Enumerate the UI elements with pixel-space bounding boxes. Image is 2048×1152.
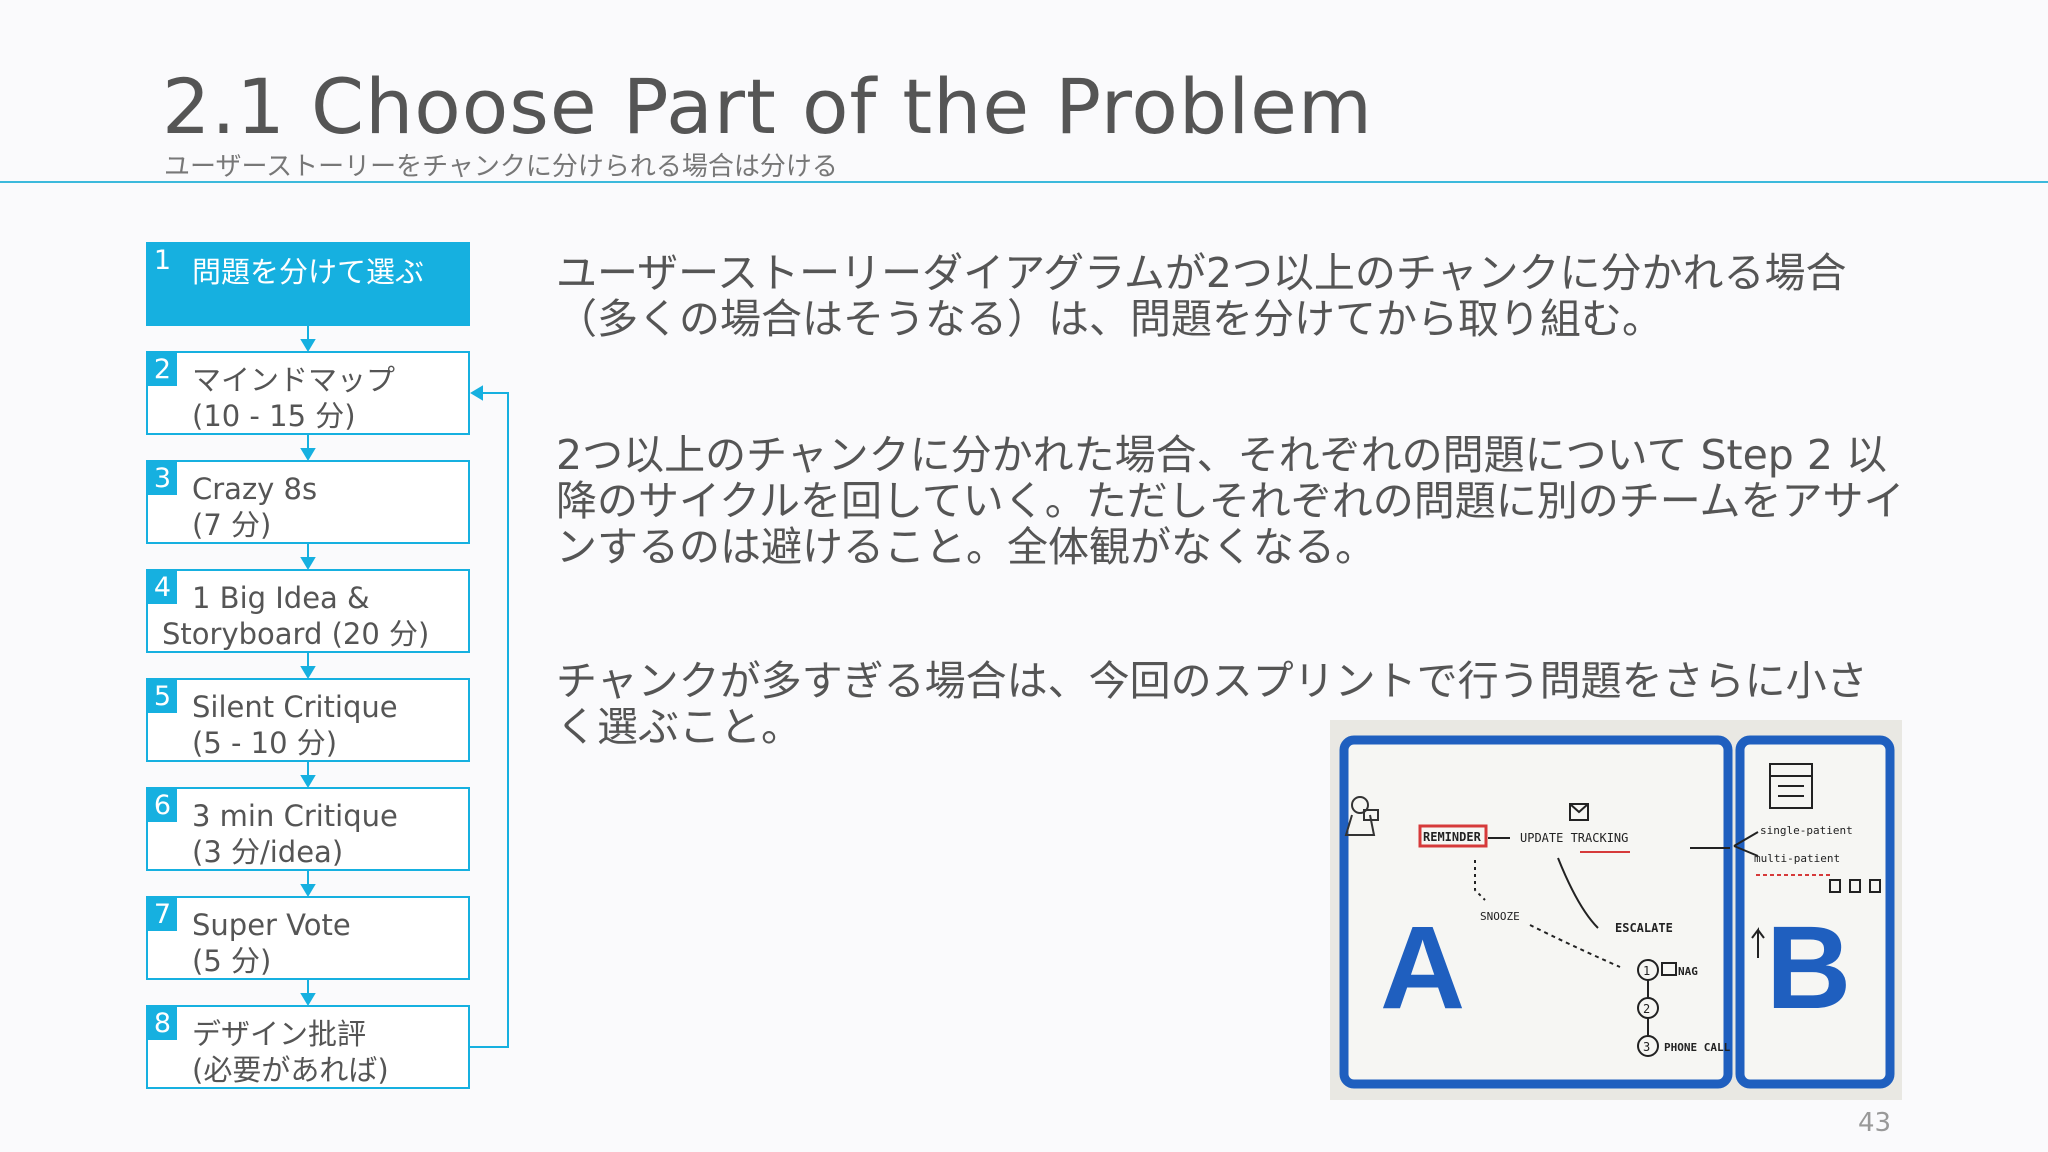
step-label: Crazy 8s (7 分) [192, 472, 318, 542]
user-sketch-icon [1344, 796, 1379, 836]
step-label: 問題を分けて選ぶ [192, 255, 425, 289]
whiteboard-photo: A B REMINDER UPDATE TRACKING SNOOZE ESCA… [1330, 720, 1902, 1100]
board-panel-b [1735, 735, 1895, 1089]
title-divider [0, 181, 2048, 183]
step-number: 6 [148, 789, 177, 822]
sketch-step-three: 3 [1643, 1040, 1650, 1054]
sketch-multi: multi-patient [1754, 852, 1840, 865]
step-label: 1 Big Idea & Storyboard (20 分) [162, 581, 430, 651]
paragraph-3: チャンクが多すぎる場合は、今回のスプリントで行う問題をさらに小さく選ぶこと。 [556, 657, 1868, 751]
step-7: 7 Super Vote (5 分) [146, 896, 470, 980]
label-a: A [1380, 902, 1465, 1034]
flow-connectors [300, 326, 509, 1048]
step-label: デザイン批評 (必要があれば) [192, 1017, 389, 1087]
sketch-reminder: REMINDER [1423, 830, 1482, 844]
step-number: 1 [153, 245, 172, 276]
step-number: 3 [148, 462, 177, 495]
slide-subtitle: ユーザーストーリーをチャンクに分けられる場合は分ける [164, 152, 838, 182]
step-3: 3 Crazy 8s (7 分) [146, 460, 470, 544]
step-label: Silent Critique (5 - 10 分) [192, 690, 398, 760]
step-label: マインドマップ (10 - 15 分) [192, 363, 396, 433]
paragraph-1: ユーザーストーリーダイアグラムが2つ以上のチャンクに分かれる場合（多くの場合はそ… [556, 249, 1847, 343]
step-8: 8 デザイン批評 (必要があれば) [146, 1005, 470, 1089]
sketch-snooze: SNOOZE [1480, 910, 1520, 923]
step-5: 5 Silent Critique (5 - 10 分) [146, 678, 470, 762]
step-number: 5 [148, 680, 177, 713]
sketch-step-one: 1 [1643, 964, 1650, 978]
step-number: 8 [148, 1007, 177, 1040]
step-2: 2 マインドマップ (10 - 15 分) [146, 351, 470, 435]
sketch-step-two: 2 [1643, 1002, 1650, 1016]
step-label: 3 min Critique (3 分/idea) [192, 799, 398, 869]
step-6: 6 3 min Critique (3 分/idea) [146, 787, 470, 871]
sketch-update: UPDATE TRACKING [1520, 831, 1628, 845]
step-label: Super Vote (5 分) [192, 908, 351, 978]
step-4: 4 1 Big Idea & Storyboard (20 分) [146, 569, 470, 653]
step-number: 2 [148, 353, 177, 386]
step-1: 1 問題を分けて選ぶ [146, 242, 470, 326]
sketch-nag: NAG [1678, 965, 1698, 978]
label-b: B [1766, 902, 1851, 1034]
sketch-single: single-patient [1760, 824, 1853, 837]
slide-title: 2.1 Choose Part of the Problem [162, 62, 1373, 151]
paragraph-2: 2つ以上のチャンクに分かれた場合、それぞれの問題について Step 2 以降のサ… [556, 431, 1905, 571]
step-number: 7 [148, 898, 177, 931]
page-number: 43 [1858, 1108, 1892, 1138]
sketch-escalate: ESCALATE [1615, 921, 1673, 935]
whiteboard-sketch: A B REMINDER UPDATE TRACKING SNOOZE ESCA… [1330, 720, 1902, 1100]
step-number: 4 [148, 571, 177, 604]
sketch-phone: PHONE CALL [1664, 1041, 1731, 1054]
